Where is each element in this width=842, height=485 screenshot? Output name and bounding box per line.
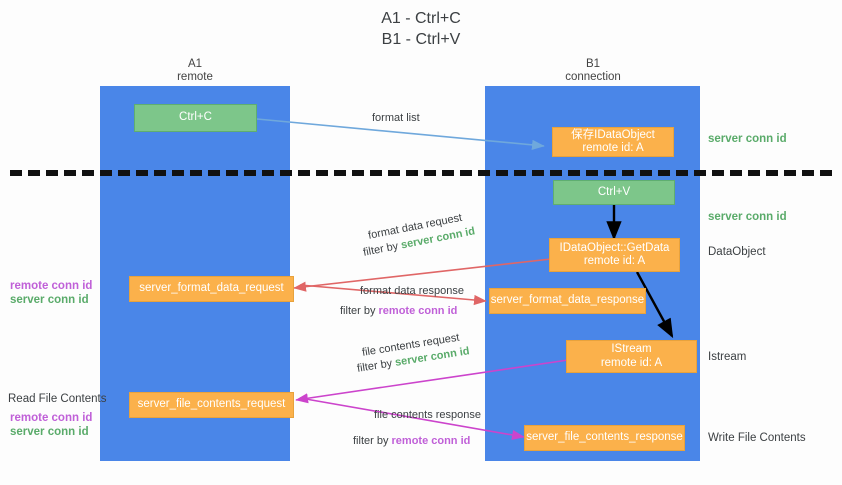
left-label-server-conn-id-1: server conn id [10, 294, 89, 306]
node-server-format-data-response[interactable]: server_format_data_response [489, 288, 646, 314]
title-line-2: B1 - Ctrl+V [381, 31, 461, 48]
node-idataobject-getdata-label: IDataObject::GetData [559, 241, 670, 254]
node-istream[interactable]: IStream remote id: A [566, 340, 697, 373]
right-label-server-conn-id-top: server conn id [708, 133, 787, 145]
left-label-server-conn-id-2: server conn id [10, 426, 89, 438]
lane-b1-subtitle: connection [565, 71, 621, 83]
lane-a1-title: A1 [187, 58, 203, 70]
node-idataobject-getdata-sublabel: remote id: A [583, 255, 646, 267]
right-label-write-file-contents: Write File Contents [708, 432, 806, 444]
page-title: A1 - Ctrl+C B1 - Ctrl+V [0, 8, 842, 50]
node-ctrl-v[interactable]: Ctrl+V [553, 180, 675, 205]
node-ctrl-c[interactable]: Ctrl+C [134, 104, 257, 132]
edge-label-format-data-response-filter: filter by remote conn id [340, 304, 457, 318]
wire-format-data-response [299, 284, 487, 306]
filter-prefix: filter by [340, 305, 379, 317]
wire-file-contents-request [295, 359, 569, 404]
filter-value-remote-conn-id: remote conn id [378, 305, 458, 317]
lane-header-a1: A1 remote [130, 58, 260, 84]
lane-b1-title: B1 [585, 58, 601, 70]
wire-file-contents-response [299, 397, 525, 440]
wire-format-list [256, 118, 545, 150]
node-server-format-data-request-label: server_format_data_request [139, 282, 284, 295]
edge-label-file-contents-response-filter: filter by remote conn id [353, 434, 470, 448]
lane-header-b1: B1 connection [528, 58, 658, 84]
node-server-file-contents-request[interactable]: server_file_contents_request [129, 392, 294, 418]
left-label-remote-conn-id-2: remote conn id [10, 412, 93, 424]
right-label-dataobject: DataObject [708, 246, 766, 258]
node-istream-sublabel: remote id: A [600, 356, 663, 369]
edge-label-file-contents-response: file contents response [374, 409, 482, 421]
node-idataobject-label: 保存IDataObject [571, 128, 655, 141]
node-ctrl-v-label: Ctrl+V [597, 185, 631, 198]
edge-label-format-list: format list [372, 112, 420, 124]
node-istream-label: IStream [611, 343, 652, 355]
session-divider [10, 170, 832, 176]
node-server-file-contents-request-label: server_file_contents_request [137, 398, 286, 411]
left-label-read-file-contents: Read File Contents [8, 393, 107, 405]
node-idataobject[interactable]: 保存IDataObject remote id: A [552, 127, 674, 157]
edge-label-format-data-response: format data response [360, 285, 464, 297]
left-label-remote-conn-id-1: remote conn id [10, 280, 93, 292]
lane-a1-subtitle: remote [177, 71, 213, 83]
node-ctrl-c-label: Ctrl+C [179, 111, 212, 124]
filter-value-remote-conn-id: remote conn id [391, 435, 471, 447]
node-server-file-contents-response[interactable]: server_file_contents_response [524, 425, 685, 451]
filter-prefix: filter by [353, 435, 392, 447]
wire-getdata-to-istream [635, 271, 674, 339]
node-server-format-data-response-label: server_format_data_response [490, 294, 645, 307]
node-server-format-data-request[interactable]: server_format_data_request [129, 276, 294, 302]
right-label-server-conn-id-mid: server conn id [708, 211, 787, 223]
node-idataobject-sublabel: remote id: A [582, 142, 644, 154]
wire-format-data-request [293, 258, 552, 292]
node-server-file-contents-response-label: server_file_contents_response [526, 431, 683, 444]
right-label-istream: Istream [708, 351, 747, 363]
node-idataobject-getdata[interactable]: IDataObject::GetData remote id: A [549, 238, 680, 272]
title-line-1: A1 - Ctrl+C [381, 10, 461, 27]
